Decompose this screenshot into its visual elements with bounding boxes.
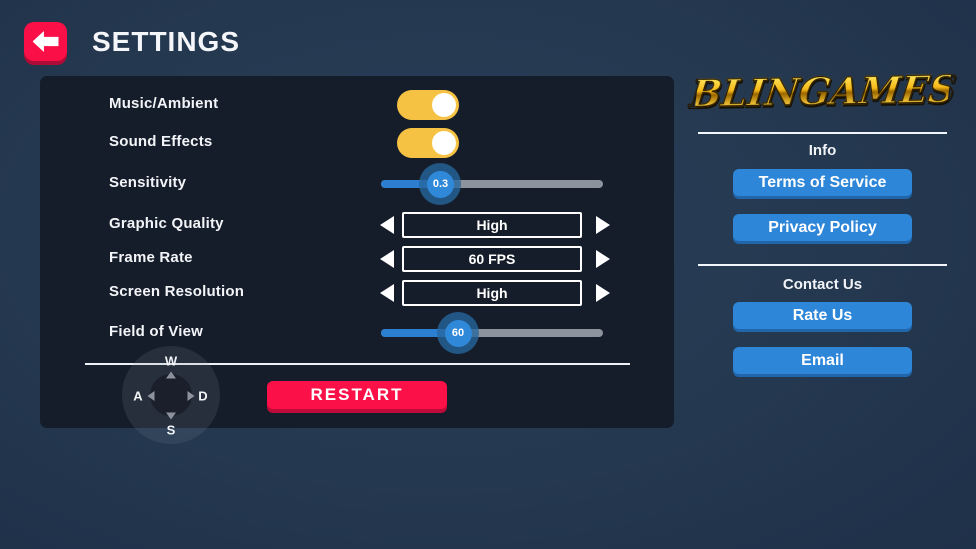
graphic-quality-next-arrow[interactable]: [596, 216, 610, 234]
joystick-key-a: A: [133, 388, 143, 404]
sensitivity-label: Sensitivity: [109, 174, 187, 191]
joystick-stick[interactable]: [150, 374, 192, 416]
field-of-view-slider[interactable]: 60: [381, 312, 603, 354]
slider-fill: [381, 180, 441, 188]
sensitivity-slider[interactable]: 0.3: [381, 163, 603, 205]
info-section-title: Info: [808, 142, 837, 159]
email-button[interactable]: Email: [733, 347, 912, 374]
frame-rate-next-arrow[interactable]: [596, 250, 610, 268]
screen-resolution-prev-arrow[interactable]: [380, 284, 394, 302]
terms-of-service-button[interactable]: Terms of Service: [733, 169, 912, 196]
arrow-left-icon: [32, 31, 59, 52]
panel-divider: [85, 363, 630, 365]
sensitivity-slider-thumb[interactable]: 0.3: [419, 163, 462, 205]
graphic-quality-value: High: [402, 212, 582, 238]
rate-us-button[interactable]: Rate Us: [733, 302, 912, 329]
toggle-knob: [432, 131, 456, 155]
restart-button[interactable]: RESTART: [267, 381, 447, 409]
frame-rate-value: 60 FPS: [402, 246, 582, 272]
joystick-key-w: W: [164, 353, 178, 369]
field-of-view-label: Field of View: [109, 323, 204, 340]
frame-rate-prev-arrow[interactable]: [380, 250, 394, 268]
joystick-key-s: S: [166, 422, 176, 438]
graphic-quality-label: Graphic Quality: [109, 215, 224, 232]
slider-fill: [381, 329, 459, 337]
music-ambient-label: Music/Ambient: [109, 95, 219, 112]
music-ambient-toggle[interactable]: [397, 90, 459, 120]
joystick-down-arrow-icon: [166, 412, 176, 420]
sidebar-divider: [698, 264, 947, 266]
page-title: SETTINGS: [92, 26, 241, 57]
joystick-key-d: D: [198, 388, 208, 404]
screen-resolution-label: Screen Resolution: [109, 283, 245, 300]
slider-value: 60: [444, 319, 472, 347]
graphic-quality-prev-arrow[interactable]: [380, 216, 394, 234]
screen-resolution-value: High: [402, 280, 582, 306]
field-of-view-slider-thumb[interactable]: 60: [437, 312, 480, 354]
settings-panel: Music/Ambient Sound Effects Sensitivity …: [40, 76, 674, 428]
joystick-right-arrow-icon: [187, 391, 195, 401]
back-button[interactable]: [24, 22, 67, 61]
sound-effects-toggle[interactable]: [397, 128, 459, 158]
sound-effects-label: Sound Effects: [109, 133, 213, 150]
joystick-up-arrow-icon: [166, 371, 176, 379]
sidebar-divider: [698, 132, 947, 134]
privacy-policy-button[interactable]: Privacy Policy: [733, 214, 912, 241]
blingames-logo: BLINGAMES: [687, 64, 959, 118]
slider-value: 0.3: [426, 170, 454, 198]
contact-us-section-title: Contact Us: [782, 276, 863, 293]
screen-resolution-next-arrow[interactable]: [596, 284, 610, 302]
wasd-joystick[interactable]: W S A D: [122, 346, 220, 444]
frame-rate-label: Frame Rate: [109, 249, 193, 266]
joystick-left-arrow-icon: [147, 391, 155, 401]
toggle-knob: [432, 93, 456, 117]
